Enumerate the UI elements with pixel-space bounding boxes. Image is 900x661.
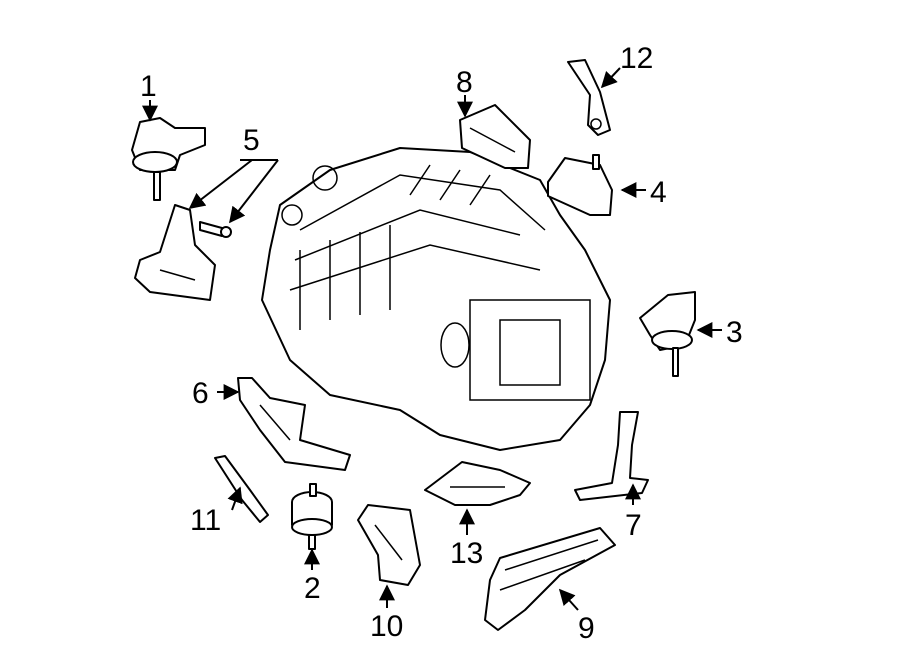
callout-8: 8 bbox=[456, 66, 473, 99]
part-11-strap bbox=[214, 455, 269, 523]
part-3-engine-mount bbox=[639, 291, 696, 377]
callout-1: 1 bbox=[140, 70, 157, 103]
part-8-bracket bbox=[459, 104, 531, 169]
callout-12: 12 bbox=[620, 42, 653, 75]
part-5-bolt bbox=[199, 221, 232, 238]
callout-7: 7 bbox=[625, 509, 642, 542]
part-6-bracket bbox=[237, 377, 351, 471]
callout-labels: 1 2 3 4 5 6 7 8 9 10 11 12 13 bbox=[140, 42, 743, 645]
callout-10: 10 bbox=[370, 610, 403, 643]
callout-4: 4 bbox=[650, 176, 667, 209]
callout-3: 3 bbox=[726, 316, 743, 349]
part-1-engine-mount bbox=[131, 117, 206, 201]
part-5-bracket bbox=[134, 204, 216, 301]
part-12-strut bbox=[567, 59, 611, 136]
part-9-shield bbox=[484, 527, 616, 631]
leader-lines bbox=[142, 67, 722, 611]
engine-assembly bbox=[261, 147, 611, 451]
part-2-engine-mount bbox=[291, 483, 333, 550]
callout-2: 2 bbox=[304, 572, 321, 605]
callout-5: 5 bbox=[243, 124, 260, 157]
callout-11: 11 bbox=[190, 504, 221, 537]
callout-6: 6 bbox=[192, 377, 209, 410]
part-10-bracket bbox=[357, 504, 421, 586]
part-13-bracket bbox=[424, 461, 531, 506]
callout-9: 9 bbox=[578, 612, 595, 645]
callout-13: 13 bbox=[450, 537, 483, 570]
part-4-engine-mount bbox=[547, 154, 613, 216]
part-7-bracket bbox=[574, 411, 649, 501]
